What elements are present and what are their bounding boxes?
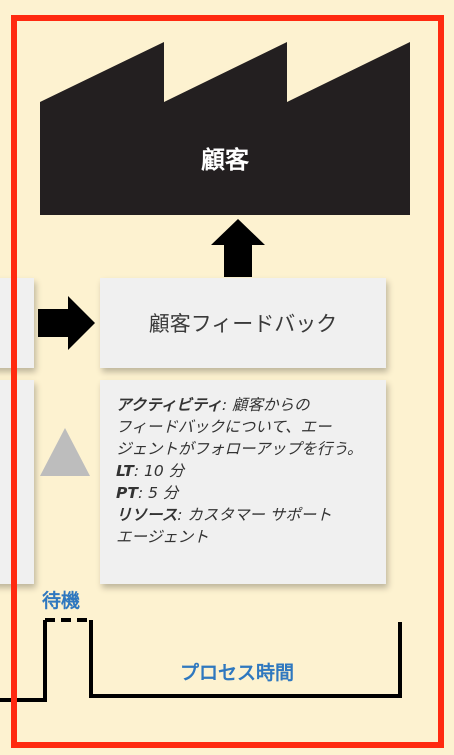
arrow-right-icon xyxy=(38,296,95,350)
lead-time-line: LT: 10 分 xyxy=(116,462,185,480)
process-box: 顧客フィードバック xyxy=(100,278,386,368)
previous-detail-text-fragment xyxy=(0,404,6,418)
process-time-label: プロセス時間 xyxy=(180,662,295,684)
resource-line-2: エージェント xyxy=(116,528,209,546)
factory-icon xyxy=(40,42,410,215)
previous-detail-box xyxy=(0,380,34,584)
activity-line: アクティビティ: 顧客からの xyxy=(116,396,310,414)
activity-line-2: フィードバックについて、エー xyxy=(116,418,332,436)
process-time-line: PT: 5 分 xyxy=(116,484,179,502)
customer-label: 顧客 xyxy=(201,146,249,174)
highlight-frame xyxy=(11,15,444,748)
inventory-triangle-icon xyxy=(40,428,90,476)
previous-process-box xyxy=(0,278,34,368)
resource-line: リソース: カスタマー サポート xyxy=(116,506,332,524)
activity-line-3: ジェントがフォローアップを行う。 xyxy=(116,440,363,458)
arrow-up-icon xyxy=(211,219,265,277)
process-title: 顧客フィードバック xyxy=(148,312,338,336)
wait-time-label: 待機 xyxy=(42,590,81,612)
process-detail-box: アクティビティ: 顧客からの フィードバックについて、エー ジェントがフォローア… xyxy=(100,380,386,584)
